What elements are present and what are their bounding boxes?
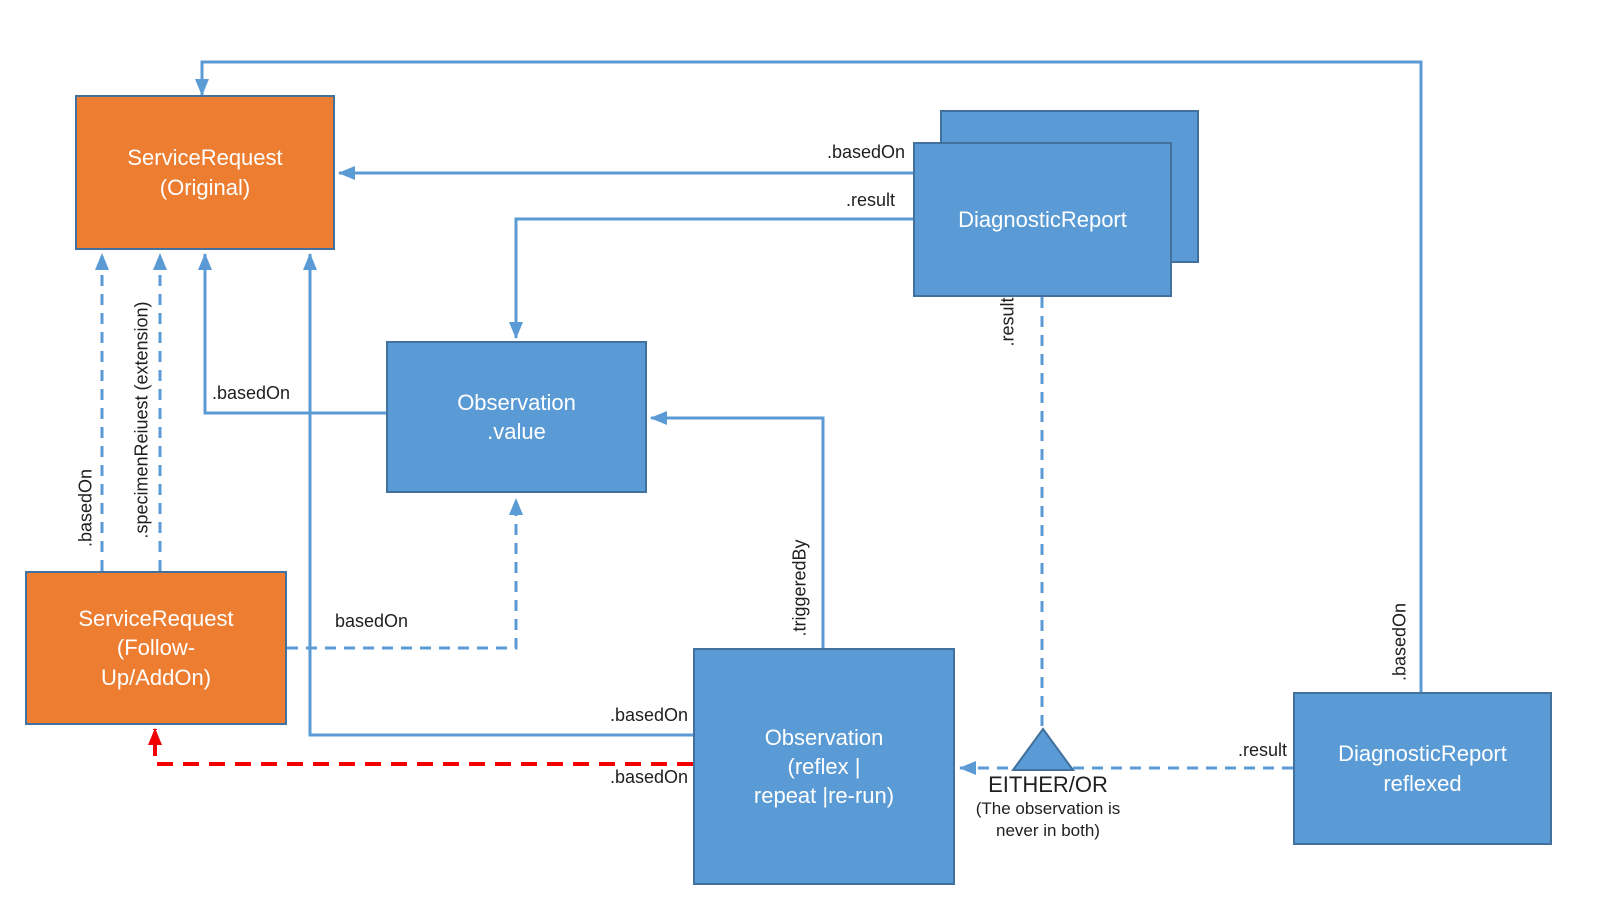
edge-label-followup-basedon-dashed: basedOn xyxy=(335,611,409,631)
node-label-line: .value xyxy=(487,419,546,444)
edge-label-reflexed-basedon: .basedOn xyxy=(1389,602,1410,682)
node-label-line: Observation xyxy=(764,724,884,750)
edge-label-triggeredby: .triggeredBy xyxy=(789,539,810,637)
node-label-line: (reflex | xyxy=(787,753,861,779)
node-observation-value: Observation .value xyxy=(386,341,647,493)
either-or-line1: (The observation is xyxy=(975,799,1121,819)
node-service-request-followup: ServiceRequest (Follow- Up/AddOn) xyxy=(25,571,287,725)
node-label-line: DiagnosticReport xyxy=(958,206,1127,232)
node-label-line: DiagnosticReport xyxy=(1338,741,1507,767)
node-service-request-original: ServiceRequest (Original) xyxy=(75,95,335,250)
node-label-line: ServiceRequest xyxy=(127,145,283,171)
edge-reflexed-basedon-to-original xyxy=(195,60,1423,692)
either-or-title: EITHER/OR xyxy=(988,772,1108,797)
node-label-line: Up/AddOn) xyxy=(100,664,212,690)
edge-label-reflex-basedon-solid: .basedOn xyxy=(609,705,688,725)
edge-reflex-basedon-solid xyxy=(303,253,693,737)
edge-reflex-basedon-red xyxy=(148,728,693,766)
node-label-line: Observation xyxy=(457,389,576,415)
edge-label-followup-basedon-vertical: .basedOn xyxy=(75,468,96,548)
node-label-line: reflexed xyxy=(1383,770,1462,796)
edge-label-dr-basedon: .basedOn xyxy=(826,142,905,162)
node-label-line: repeat |re-run) xyxy=(753,783,895,809)
edge-triggeredby xyxy=(650,411,825,648)
node-label-line: (Original) xyxy=(159,174,251,200)
edge-label-reflexed-result: .result xyxy=(1237,740,1287,760)
edge-label-reflex-basedon-red: .basedOn xyxy=(609,767,688,787)
edge-dr-result xyxy=(509,217,913,339)
either-or-annotation: EITHER/OR (The observation is never in b… xyxy=(926,772,1170,843)
edge-followup-basedon-dashed xyxy=(287,498,523,650)
node-label-line: ServiceRequest xyxy=(78,606,234,632)
edge-obsvalue-basedon xyxy=(198,253,386,415)
edge-label-dr-result-vertical: .result xyxy=(997,297,1018,347)
either-or-triangle xyxy=(1011,727,1075,771)
node-label-line: (Follow- xyxy=(116,635,196,661)
node-observation-reflex: Observation (reflex | repeat |re-run) xyxy=(693,648,955,885)
edge-label-followup-specimen: .specimenReiuest (extension) xyxy=(131,301,152,539)
node-diagnostic-report-reflexed: DiagnosticReport reflexed xyxy=(1293,692,1552,845)
node-diagnostic-report: DiagnosticReport xyxy=(913,142,1172,297)
edge-label-obsvalue-basedon: .basedOn xyxy=(212,383,291,403)
edge-label-dr-result: .result xyxy=(845,190,895,210)
either-or-line2: never in both) xyxy=(996,821,1100,841)
